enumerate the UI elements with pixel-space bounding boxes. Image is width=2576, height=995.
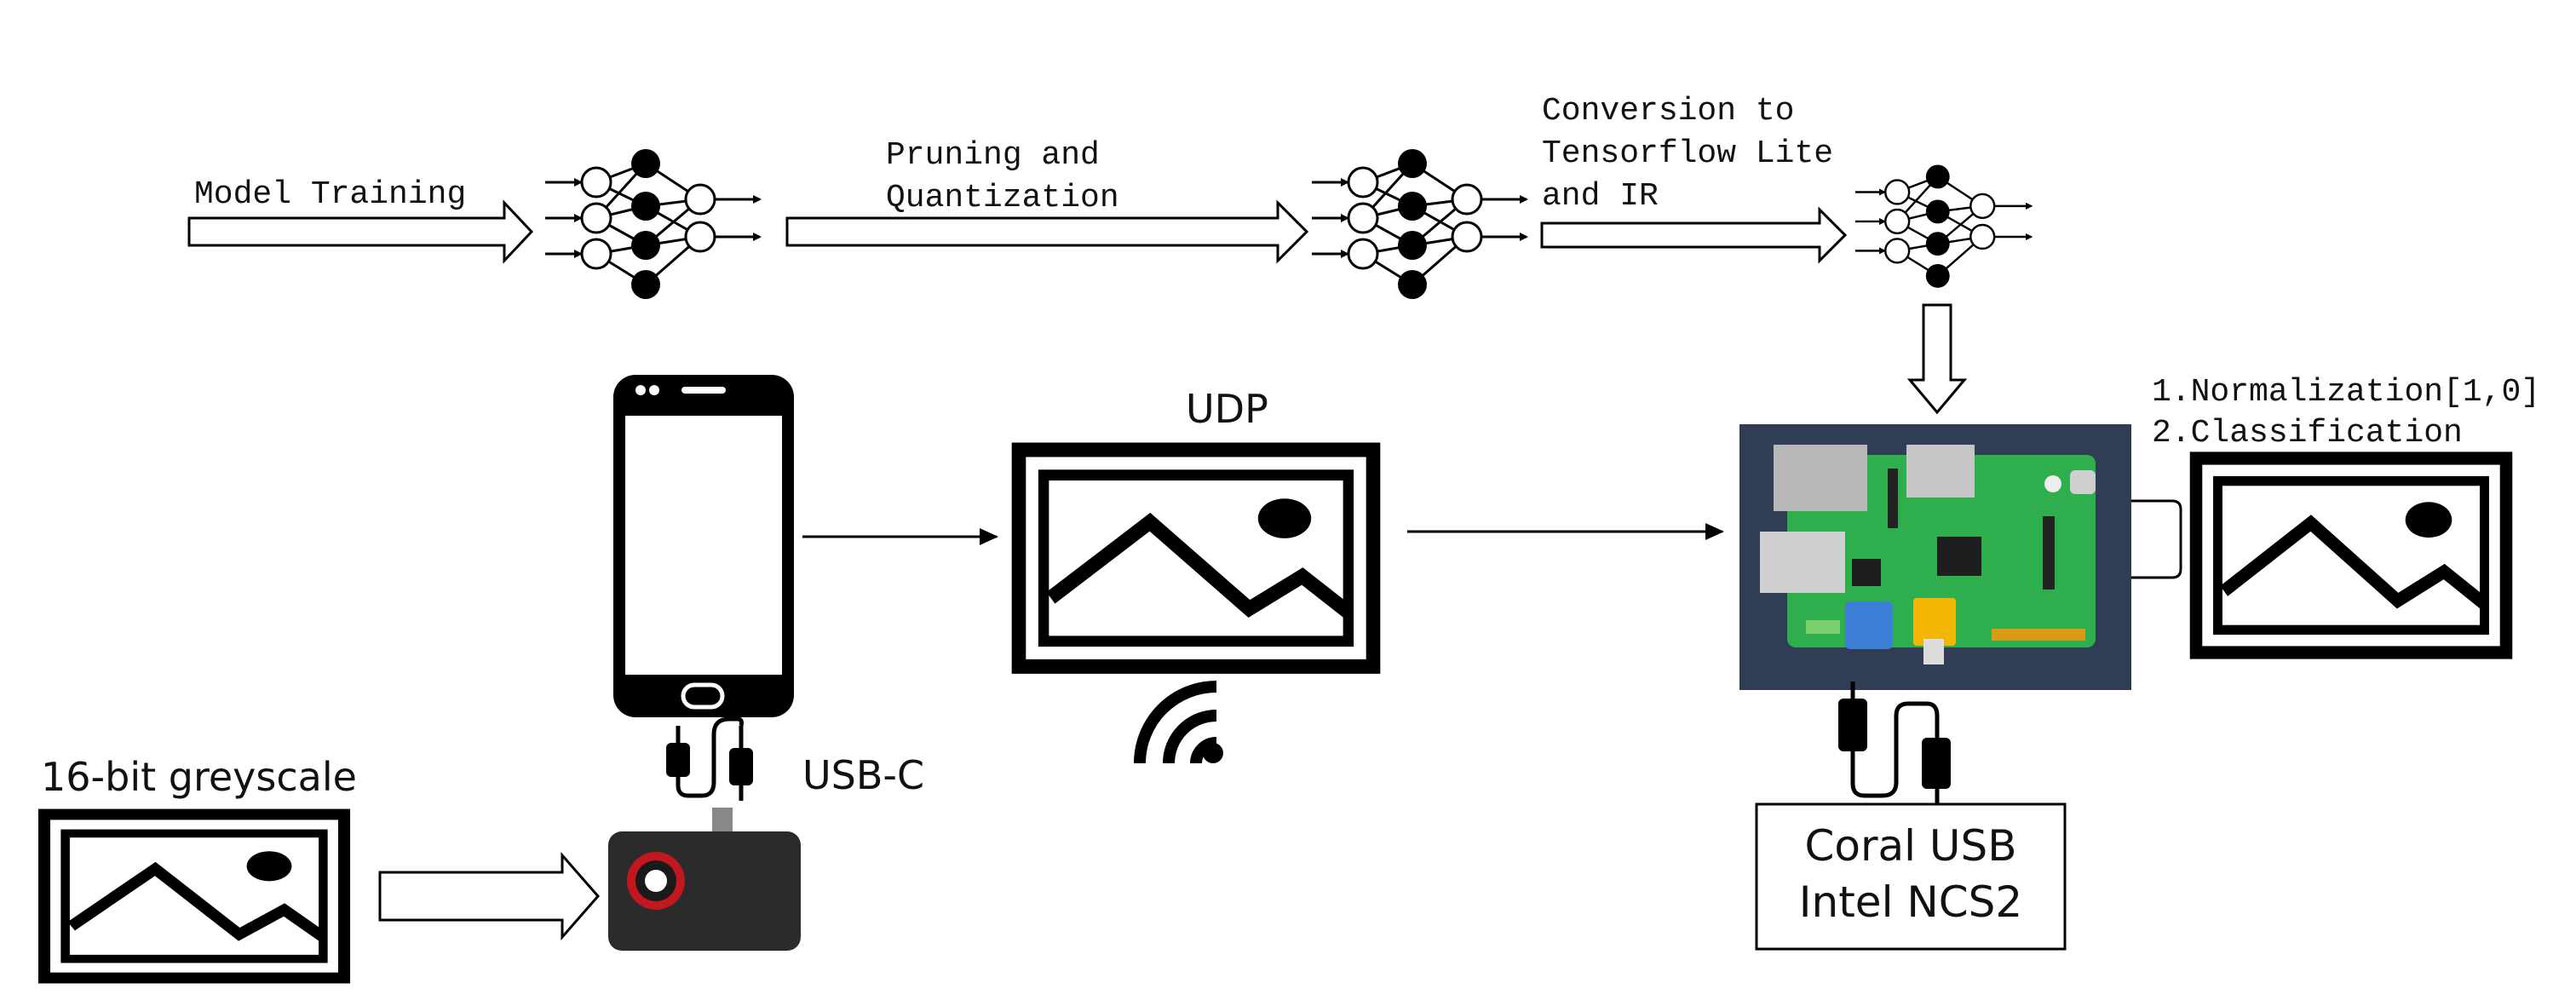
usb-plug-icon	[666, 743, 690, 777]
processing-label-2: 2.Classification	[2152, 415, 2463, 451]
arrow-conversion-icon	[1540, 206, 1848, 264]
step-conversion-label-2: Tensorflow Lite	[1542, 135, 1833, 172]
wifi-dot-icon	[1203, 743, 1223, 763]
board-to-output-connector	[2131, 499, 2182, 579]
udp-label: UDP	[1186, 386, 1268, 432]
accelerator-box	[1755, 802, 2067, 951]
step-conversion-label-1: Conversion to	[1542, 93, 1794, 129]
neural-network-icon	[545, 149, 760, 299]
image-icon	[44, 814, 344, 978]
step-conversion-label-3: and IR	[1542, 178, 1659, 215]
arrow-pruning-icon	[785, 199, 1309, 264]
usb-plug-icon	[1838, 699, 1867, 751]
usb-plug-icon	[729, 748, 753, 785]
neural-network-icon	[1312, 149, 1527, 299]
thermal-camera-icon	[608, 808, 801, 951]
processing-label-1: 1.Normalization[1,0]	[2152, 374, 2540, 411]
arrow-deploy-icon	[1906, 303, 1968, 415]
neural-network-icon	[1855, 165, 2032, 288]
usb-plug-icon	[1922, 738, 1951, 789]
arrow-training-icon	[187, 199, 534, 264]
step-pruning-label-2: Quantization	[886, 180, 1119, 216]
accelerator-label-2: Intel NCS2	[1799, 877, 2022, 927]
arrow-image-to-camera	[378, 852, 600, 940]
accelerator-label-1: Coral USB	[1804, 821, 2016, 871]
step-model-training-label: Model Training	[194, 176, 466, 213]
usb-c-label: USB-C	[802, 752, 924, 798]
image-icon	[1019, 450, 1373, 666]
image-icon	[2196, 458, 2506, 653]
usb-cable-icon	[1850, 682, 1940, 804]
phone-icon	[613, 375, 794, 717]
step-pruning-label-1: Pruning and	[886, 137, 1100, 174]
raspberry-pi-board-icon	[1739, 424, 2131, 690]
greyscale-label: 16-bit greyscale	[41, 754, 357, 800]
